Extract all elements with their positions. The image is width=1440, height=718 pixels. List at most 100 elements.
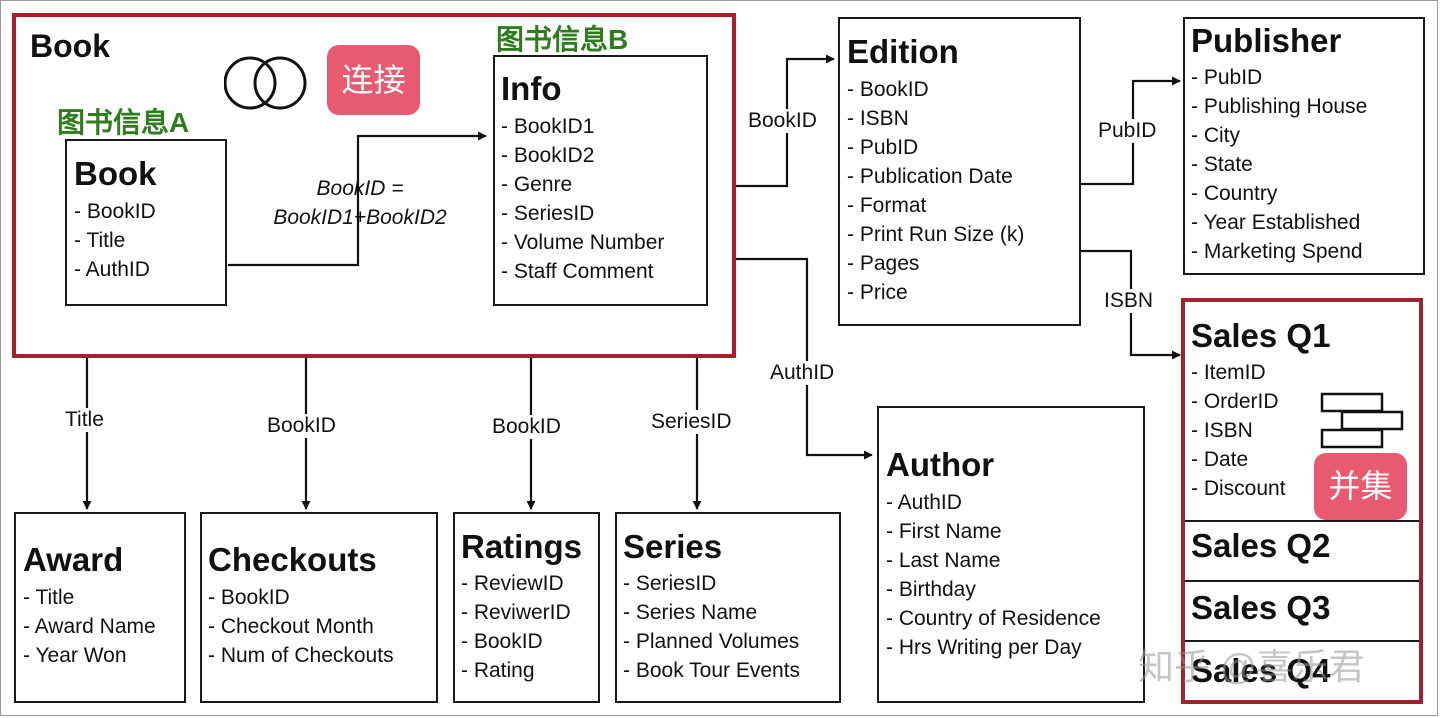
table-award — [14, 512, 186, 703]
table-ratings-title: Ratings — [461, 528, 583, 565]
field: - Staff Comment — [501, 260, 654, 283]
field: - ISBN — [847, 107, 909, 130]
table-sales-q3-title: Sales Q3 — [1191, 589, 1331, 626]
field: - ReviewID — [461, 572, 564, 595]
table-sales-q4-title: Sales Q4 — [1191, 652, 1331, 689]
field: - Pages — [847, 252, 920, 275]
field: - ItemID — [1191, 361, 1266, 384]
table-award-title: Award — [23, 541, 124, 578]
table-edition-fields: - BookID - ISBN - PubID - Publication Da… — [847, 75, 1024, 307]
field: - BookID1 — [501, 115, 595, 138]
sales-divider — [1185, 580, 1419, 582]
field: - Book Tour Events — [623, 659, 801, 682]
join-tag: 连接 — [327, 45, 420, 115]
field: - Planned Volumes — [623, 630, 800, 653]
edge-label-publisher-pubid: PubID — [1098, 119, 1157, 143]
book-info-b-label: 图书信息B — [496, 24, 629, 55]
field: - BookID — [461, 630, 543, 653]
field: - Birthday — [886, 578, 976, 601]
watermark: 知乎 @喜乐君 — [1138, 646, 1365, 687]
field: - SeriesID — [623, 572, 717, 595]
edge-label-series-seriesid: SeriesID — [651, 410, 732, 434]
field: - Title — [74, 229, 126, 252]
field: - Checkout Month — [208, 615, 374, 638]
table-ratings — [453, 512, 600, 703]
table-book — [65, 139, 227, 306]
edge-label-author-authid: AuthID — [770, 361, 835, 385]
table-series-fields: - SeriesID - Series Name - Planned Volum… — [623, 569, 800, 685]
field: - BookID — [847, 78, 929, 101]
field: - Year Won — [23, 644, 127, 667]
field: - City — [1191, 124, 1240, 147]
table-publisher-title: Publisher — [1191, 22, 1342, 59]
field: - Title — [23, 586, 75, 609]
join-formula: BookID = BookID1+BookID2 — [255, 174, 465, 232]
table-book-fields: - BookID - Title - AuthID — [74, 197, 156, 284]
book-group-title: Book — [30, 28, 110, 64]
join-formula-line2: BookID1+BookID2 — [273, 206, 447, 229]
table-checkouts-title: Checkouts — [208, 541, 377, 578]
field: - First Name — [886, 520, 1002, 543]
field: - BookID — [74, 200, 156, 223]
venn-join-icon — [224, 56, 307, 110]
table-checkouts — [200, 512, 438, 703]
edge-label-edition-bookid: BookID — [748, 109, 817, 133]
field: - Price — [847, 281, 908, 304]
field: - Rating — [461, 659, 535, 682]
table-sales-q2-title: Sales Q2 — [1191, 527, 1331, 564]
field: - Publishing House — [1191, 95, 1368, 118]
field: - PubID — [847, 136, 919, 159]
edge-label-sales-isbn: ISBN — [1104, 289, 1154, 313]
table-publisher-fields: - PubID - Publishing House - City - Stat… — [1191, 63, 1367, 266]
union-tag: 并集 — [1314, 453, 1407, 520]
field: - Country — [1191, 182, 1278, 205]
table-checkouts-fields: - BookID - Checkout Month - Num of Check… — [208, 583, 394, 670]
edge-label-award-title: Title — [65, 408, 104, 432]
field: - Num of Checkouts — [208, 644, 394, 667]
field: - Country of Residence — [886, 607, 1101, 630]
table-series-title: Series — [623, 528, 723, 565]
table-publisher — [1183, 17, 1425, 275]
field: - Format — [847, 194, 927, 217]
field: - AuthID — [74, 258, 150, 281]
field: - ReviwerID — [461, 601, 571, 624]
field: - OrderID — [1191, 390, 1279, 413]
field: - Discount — [1191, 477, 1286, 500]
field: - Marketing Spend — [1191, 240, 1363, 263]
table-info-fields: - BookID1 - BookID2 - Genre - SeriesID -… — [501, 112, 664, 286]
field: - Print Run Size (k) — [847, 223, 1025, 246]
field: - Volume Number — [501, 231, 665, 254]
table-award-fields: - Title - Award Name - Year Won — [23, 583, 156, 670]
join-formula-line1: BookID = — [316, 177, 404, 200]
sales-divider — [1185, 640, 1419, 642]
sales-group-highlight — [1181, 298, 1423, 704]
field: - BookID2 — [501, 144, 595, 167]
book-group-highlight — [12, 13, 736, 358]
field: - PubID — [1191, 66, 1263, 89]
field: - Hrs Writing per Day — [886, 636, 1082, 659]
book-info-a-label: 图书信息A — [57, 107, 190, 138]
table-author-title: Author — [886, 446, 995, 483]
table-author — [877, 406, 1145, 703]
field: - Last Name — [886, 549, 1001, 572]
field: - Award Name — [23, 615, 156, 638]
table-sales-q1-title: Sales Q1 — [1191, 317, 1331, 354]
link-info-author — [735, 257, 873, 460]
edge-label-checkouts-bookid: BookID — [267, 414, 336, 438]
field: - State — [1191, 153, 1253, 176]
table-info — [493, 55, 708, 306]
field: - Date — [1191, 448, 1249, 471]
field: - Genre — [501, 173, 573, 196]
field: - Publication Date — [847, 165, 1013, 188]
link-book-info — [228, 131, 487, 267]
field: - Series Name — [623, 601, 758, 624]
table-edition-title: Edition — [847, 33, 959, 70]
table-sales-q1-fields: - ItemID - OrderID - ISBN - Date - Disco… — [1191, 358, 1286, 503]
stacked-union-icon — [1320, 392, 1404, 449]
field: - SeriesID — [501, 202, 595, 225]
table-series — [615, 512, 841, 703]
edge-label-ratings-bookid: BookID — [492, 415, 561, 439]
table-ratings-fields: - ReviewID - ReviwerID - BookID - Rating — [461, 569, 571, 685]
field: - ISBN — [1191, 419, 1253, 442]
